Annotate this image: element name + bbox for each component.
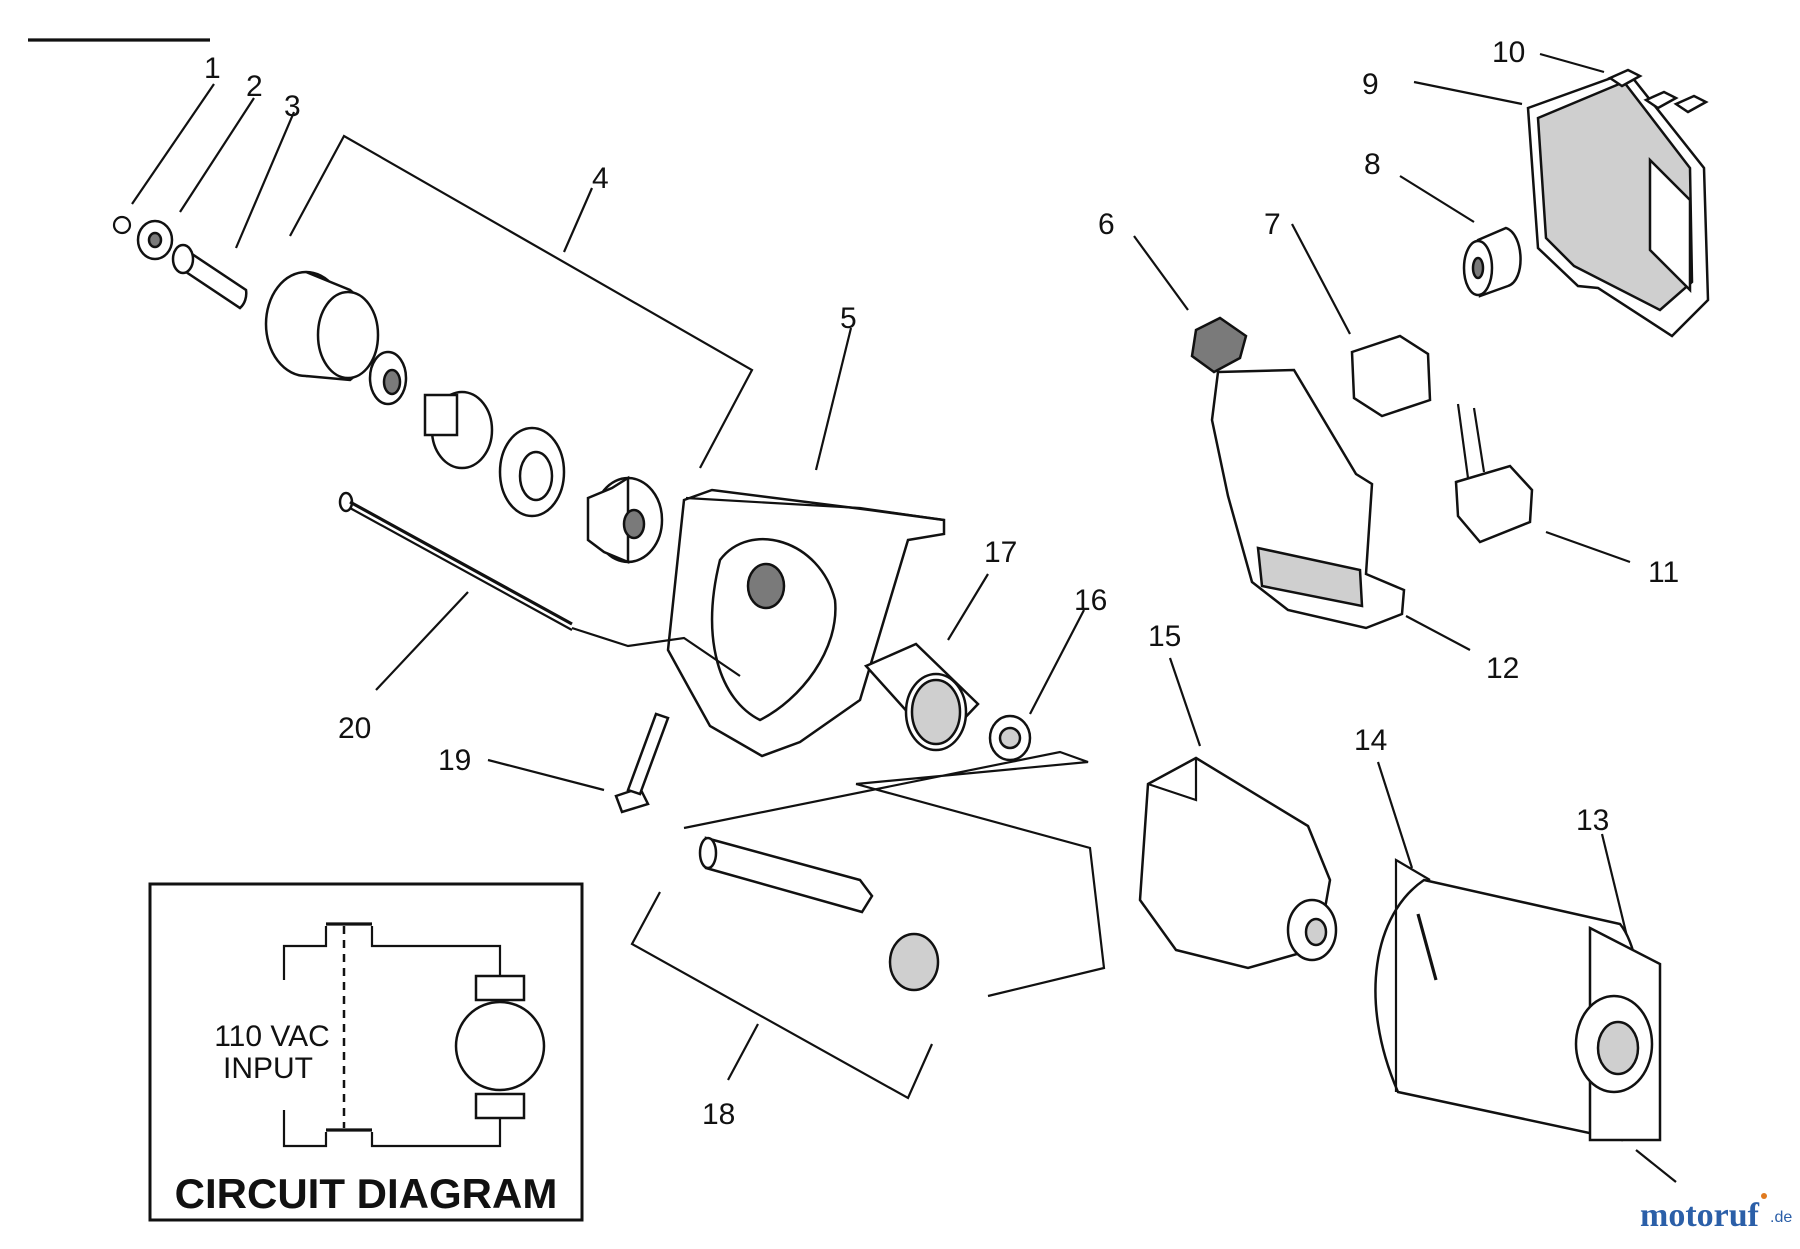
watermark-dot: [1761, 1193, 1767, 1199]
callout-20: 20: [338, 712, 371, 745]
watermark-suffix: .de: [1770, 1209, 1792, 1226]
part-7-switch-block: [1291, 223, 1432, 418]
callout-17: 17: [984, 536, 1017, 569]
callout-13: 13: [1576, 804, 1609, 837]
part-5-housing: [666, 327, 946, 758]
part-18-shaft: [630, 836, 940, 1100]
callout-18: 18: [702, 1098, 735, 1131]
input-label-line1: 110 VAC: [214, 1020, 330, 1053]
callout-11: 11: [1648, 556, 1679, 589]
callout-labels: 1 2 3 4 5 6 7 8 9 10 11 12 13 14 15 16 1…: [204, 36, 1679, 1131]
guide-line-2: [855, 782, 1106, 998]
part-20-rod: [338, 491, 741, 691]
circuit-diagram-title: CIRCUIT DIAGRAM: [175, 1170, 558, 1217]
part-14-motor: [1374, 761, 1677, 1183]
part-8-cap: [1399, 175, 1522, 298]
part-2-washer: [136, 97, 255, 261]
callout-12: 12: [1486, 652, 1519, 685]
callout-4: 4: [592, 162, 609, 195]
guide-line-1: [683, 750, 1089, 830]
callout-14: 14: [1354, 724, 1387, 757]
part-6-terminal-clip: [1133, 235, 1248, 374]
part-11-plug: [1454, 403, 1631, 564]
motor-symbol: [454, 1000, 546, 1092]
callout-10: 10: [1492, 36, 1525, 69]
part-1-retaining-ring: [112, 83, 215, 235]
part-15-gearbox-housing: [1138, 657, 1338, 970]
input-label-line2: INPUT: [223, 1052, 313, 1085]
part-3-sleeve: [171, 111, 296, 310]
callout-6: 6: [1098, 208, 1115, 241]
callout-5: 5: [840, 302, 857, 335]
callout-1: 1: [204, 52, 221, 85]
part-10-screws: [1539, 52, 1709, 114]
callout-16: 16: [1074, 584, 1107, 617]
callout-8: 8: [1364, 148, 1381, 181]
part-19-bolt: [487, 712, 670, 814]
part-12-switch-housing: [1210, 368, 1471, 651]
part-9-cover: [1413, 70, 1710, 338]
part-4-clutch-assembly: [264, 134, 754, 564]
circuit-diagram-box: 110 VAC INPUT CIRCUIT DIAGRAM: [148, 882, 584, 1222]
watermark-logo: motoruf .de: [1640, 1193, 1792, 1234]
callout-19: 19: [438, 744, 471, 777]
part-17-sleeve: [863, 573, 989, 752]
part-16-bushing: [988, 609, 1085, 762]
callout-7: 7: [1264, 208, 1281, 241]
callout-2: 2: [246, 70, 263, 103]
callout-15: 15: [1148, 620, 1181, 653]
callout-9: 9: [1362, 68, 1379, 101]
watermark-brand: motoruf: [1640, 1197, 1760, 1234]
callout-3: 3: [284, 90, 301, 123]
